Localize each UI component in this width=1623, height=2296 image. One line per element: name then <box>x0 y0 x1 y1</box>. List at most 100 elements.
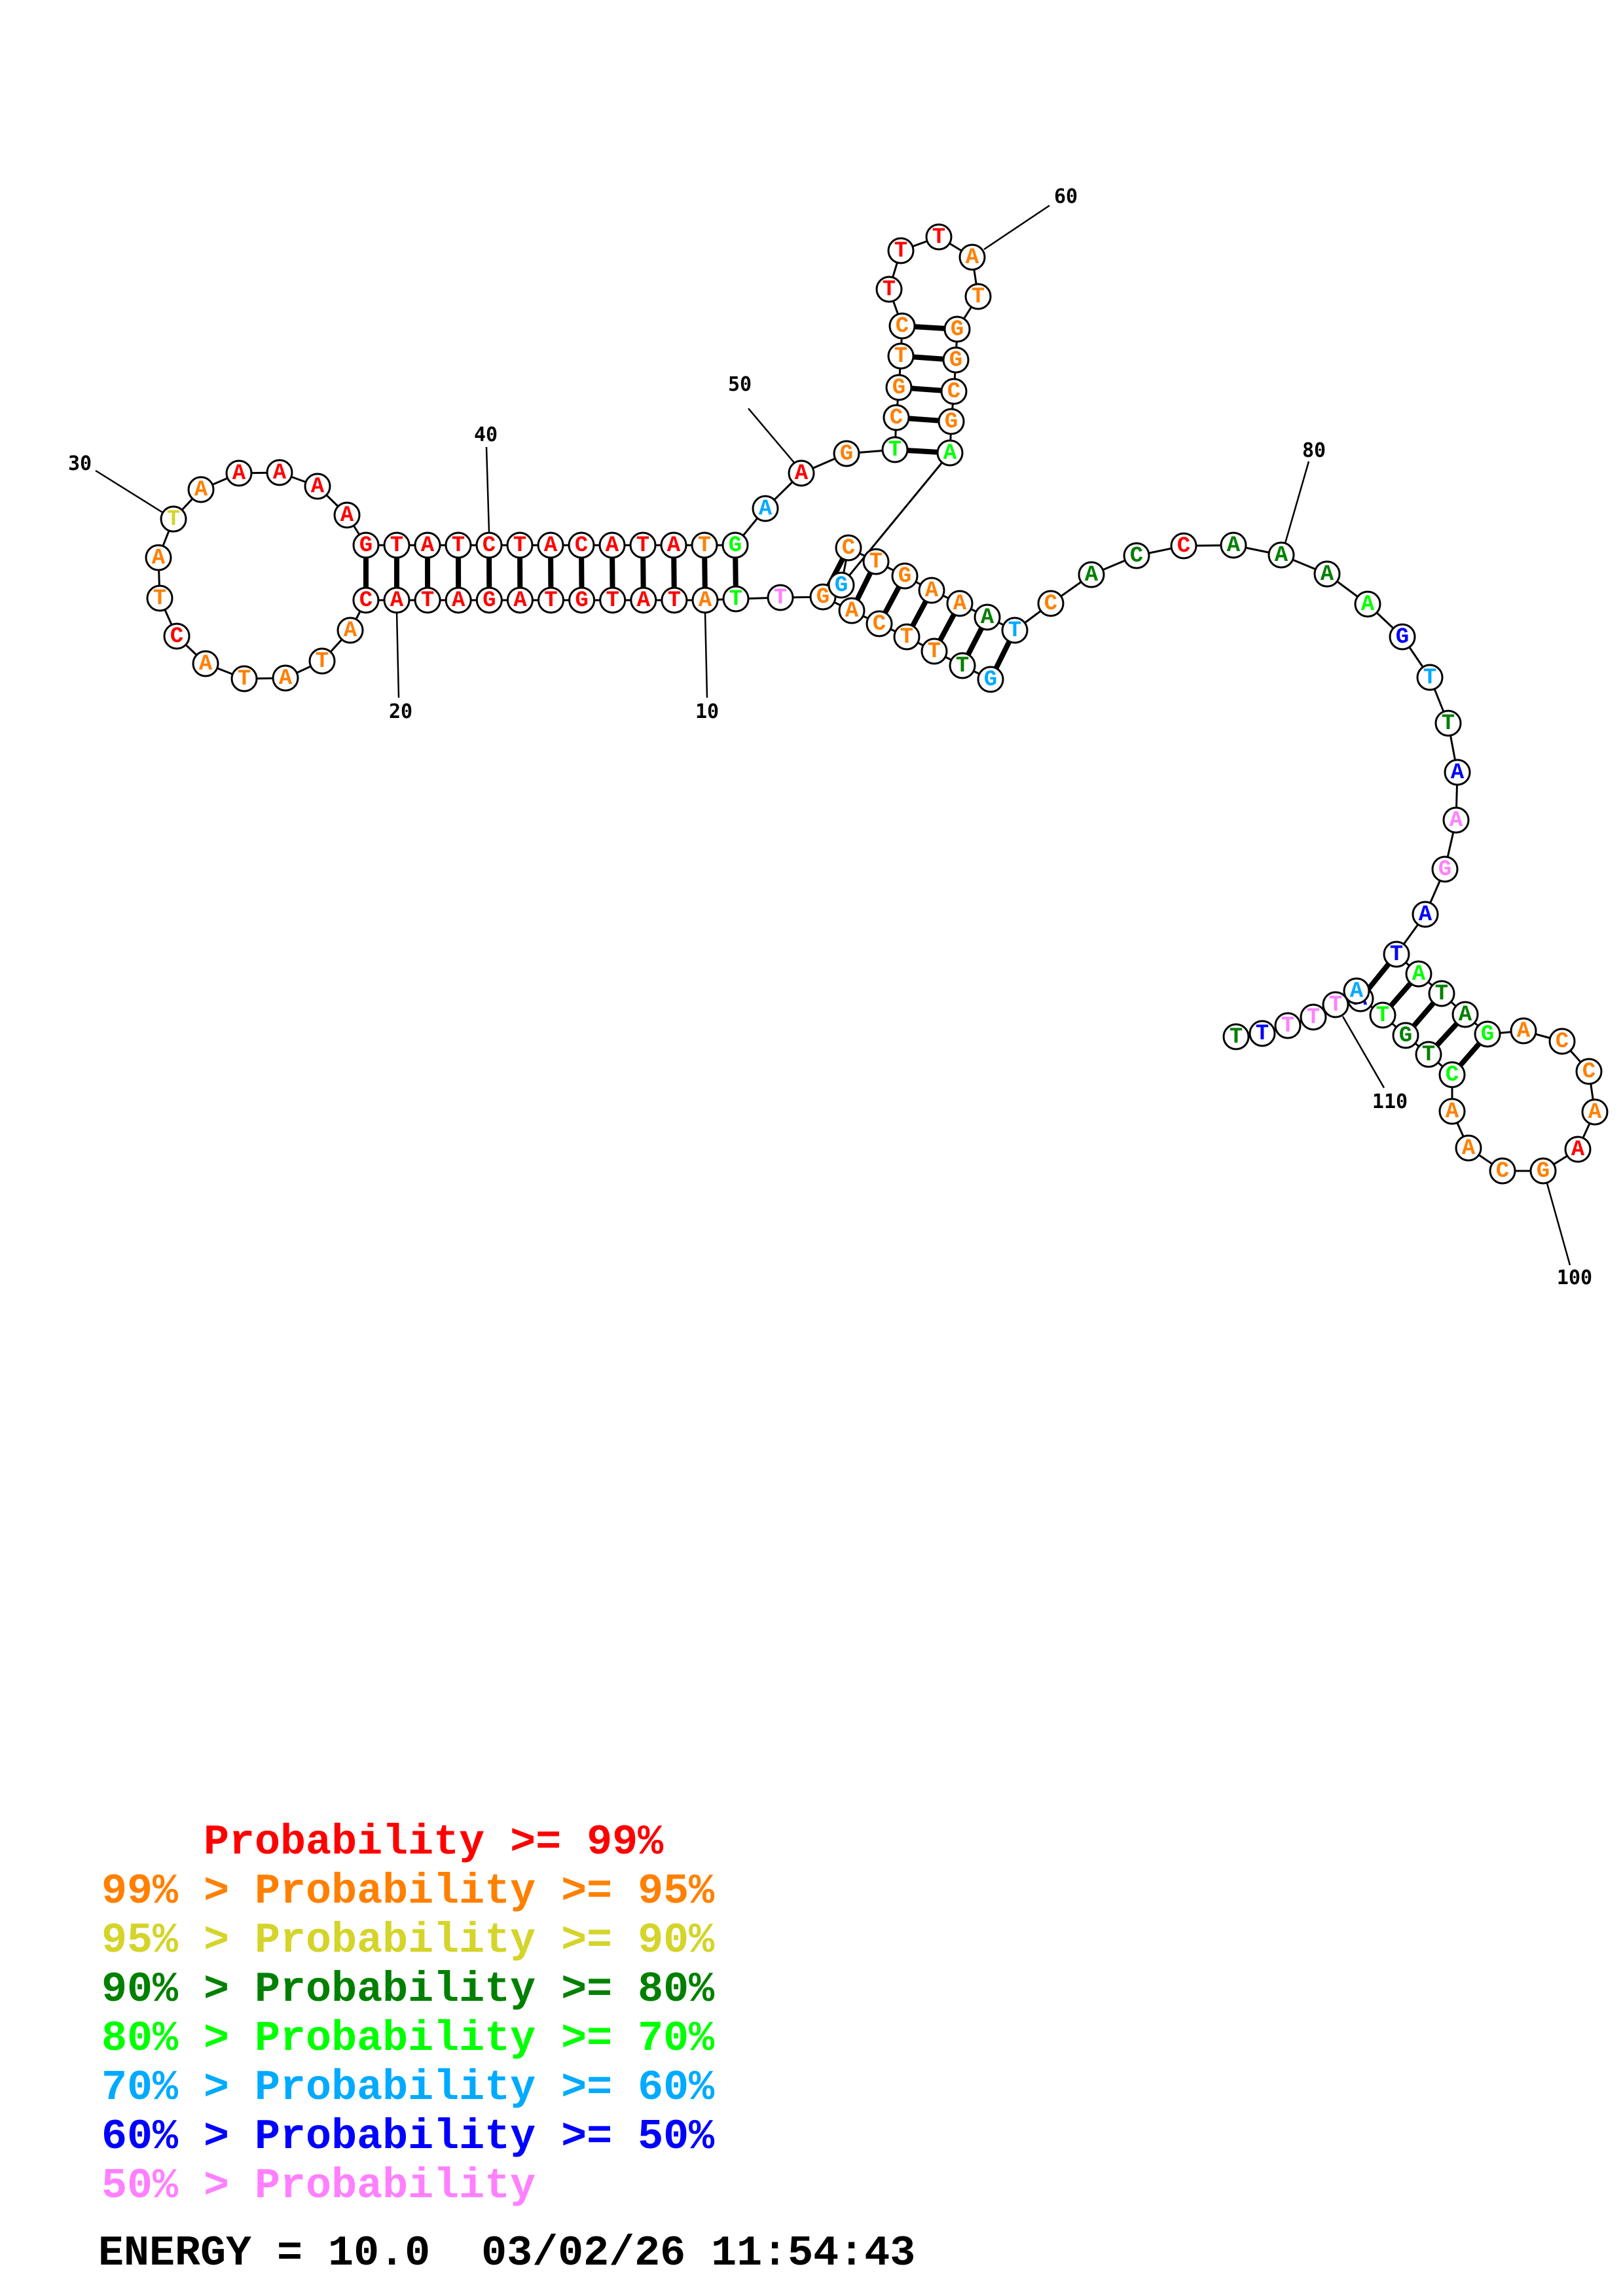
nucleotide-circle <box>921 637 948 665</box>
nucleotide-circle <box>936 439 964 467</box>
nucleotide-49: A <box>752 495 779 522</box>
nucleotide-base: T <box>606 588 619 613</box>
nucleotide-base: T <box>774 586 787 611</box>
probability-legend: Probability >= 99% 99% > Probability >= … <box>101 1818 715 2210</box>
nucleotide-18: A <box>445 586 472 614</box>
nucleotide-63: G <box>942 346 970 374</box>
nucleotide-68: C <box>835 534 862 562</box>
nucleotide-base: G <box>1438 857 1451 882</box>
nucleotide-40: C <box>475 531 503 559</box>
position-label: 10 <box>695 700 719 723</box>
nucleotide-base: T <box>390 533 403 558</box>
nucleotide-circle <box>1529 1157 1557 1185</box>
nucleotide-base: C <box>1446 1063 1459 1088</box>
nucleotide-46: A <box>660 531 687 559</box>
nucleotide-52: T <box>881 436 909 463</box>
nucleotide-20: A <box>383 586 410 614</box>
nucleotide-circle <box>1322 991 1349 1018</box>
nucleotide-94: G <box>1474 1020 1501 1048</box>
position-tick <box>983 204 1050 251</box>
nucleotide-base: A <box>1275 543 1288 568</box>
nucleotide-circle <box>414 531 441 559</box>
nucleotide-35: A <box>333 501 361 529</box>
backbone-layer <box>157 236 1596 1172</box>
nucleotide-circle <box>881 436 909 463</box>
nucleotide-92: T <box>1428 980 1455 1007</box>
nucleotide-17: G <box>475 586 503 614</box>
nucleotide-12: A <box>630 586 657 614</box>
nucleotide-base: A <box>199 652 213 677</box>
nucleotide-circle <box>1510 1017 1537 1045</box>
nucleotide-101: C <box>1489 1157 1516 1185</box>
nucleotide-circle <box>1369 1001 1396 1029</box>
nucleotide-102: A <box>1455 1134 1482 1162</box>
nucleotide-base: T <box>1390 942 1403 967</box>
position-tick <box>1341 1016 1385 1088</box>
legend-entry: 95% > Probability >= 90% <box>101 1916 715 1965</box>
nucleotide-base: A <box>699 588 712 613</box>
nucleotide-86: A <box>1444 759 1471 786</box>
nucleotide-77: C <box>1123 542 1150 569</box>
nucleotide-circle <box>1392 1022 1419 1049</box>
nucleotide-base: C <box>947 380 960 404</box>
nucleotide-base: G <box>898 564 911 589</box>
nucleotide-53: C <box>883 404 910 431</box>
nucleotide-base: T <box>894 344 907 369</box>
nucleotide-38: A <box>414 531 441 559</box>
nucleotide-base: C <box>896 314 909 339</box>
nucleotide-67: G <box>828 571 855 599</box>
legend-entry: Probability >= 99% <box>101 1818 664 1867</box>
nucleotide-circle <box>1415 1041 1442 1068</box>
nucleotide-89: A <box>1412 901 1439 928</box>
nucleotide-base: A <box>1361 592 1375 617</box>
nucleotide-circle <box>1438 1098 1466 1125</box>
nucleotide-base: T <box>1008 619 1021 643</box>
nucleotide-base: T <box>1307 1005 1320 1030</box>
nucleotide-circle <box>145 544 172 571</box>
nucleotide-circle <box>888 312 916 340</box>
nucleotide-105: T <box>1415 1041 1442 1068</box>
nucleotide-16: A <box>506 586 534 614</box>
nucleotide-base: A <box>966 245 979 270</box>
nucleotide-circle <box>333 501 361 529</box>
nucleotide-95: A <box>1510 1017 1537 1045</box>
nucleotide-base: C <box>1177 534 1190 559</box>
nucleotide-26: A <box>192 650 219 677</box>
nucleotide-circle <box>1343 977 1370 1005</box>
nucleotide-base: C <box>1496 1159 1509 1184</box>
position-label: 110 <box>1372 1090 1408 1113</box>
nucleotide-circle <box>940 378 968 405</box>
nucleotide-circle <box>946 590 974 617</box>
nucleotide-circle <box>925 223 953 251</box>
nucleotide-base: C <box>170 624 183 649</box>
nucleotide-circle <box>475 531 503 559</box>
nucleotide-circle <box>1354 590 1381 618</box>
nucleotide-circle <box>1451 1001 1479 1028</box>
nucleotide-base: T <box>900 625 913 650</box>
nucleotide-circle <box>475 586 503 614</box>
nucleotide-base: T <box>1442 711 1455 736</box>
nucleotide-circle <box>1489 1157 1516 1185</box>
nucleotide-base: A <box>1450 808 1463 833</box>
nucleotide-base: T <box>883 278 896 302</box>
nucleotide-circle <box>1575 1058 1603 1085</box>
nucleotide-circle <box>1412 901 1439 928</box>
nucleotide-circle <box>1444 759 1471 786</box>
nucleotide-109: A <box>1343 977 1370 1005</box>
nucleotide-50: A <box>788 459 815 487</box>
legend-entry: 80% > Probability >= 70% <box>101 2015 715 2063</box>
nucleotide-base: T <box>729 587 742 612</box>
position-tick <box>704 611 708 698</box>
nucleotide-83: G <box>1389 623 1416 651</box>
nucleotide-base: A <box>390 588 404 613</box>
nucleotide-70: G <box>891 562 919 590</box>
position-tick <box>1546 1183 1571 1266</box>
nucleotide-base: A <box>795 461 809 486</box>
nucleotide-circle <box>1548 1028 1576 1055</box>
nucleotide-base: T <box>972 285 985 310</box>
nucleotide-base: A <box>845 599 859 624</box>
nucleotide-4: T <box>893 623 921 651</box>
nucleotide-circle <box>1564 1136 1592 1163</box>
nucleotide-circle <box>1383 941 1410 968</box>
